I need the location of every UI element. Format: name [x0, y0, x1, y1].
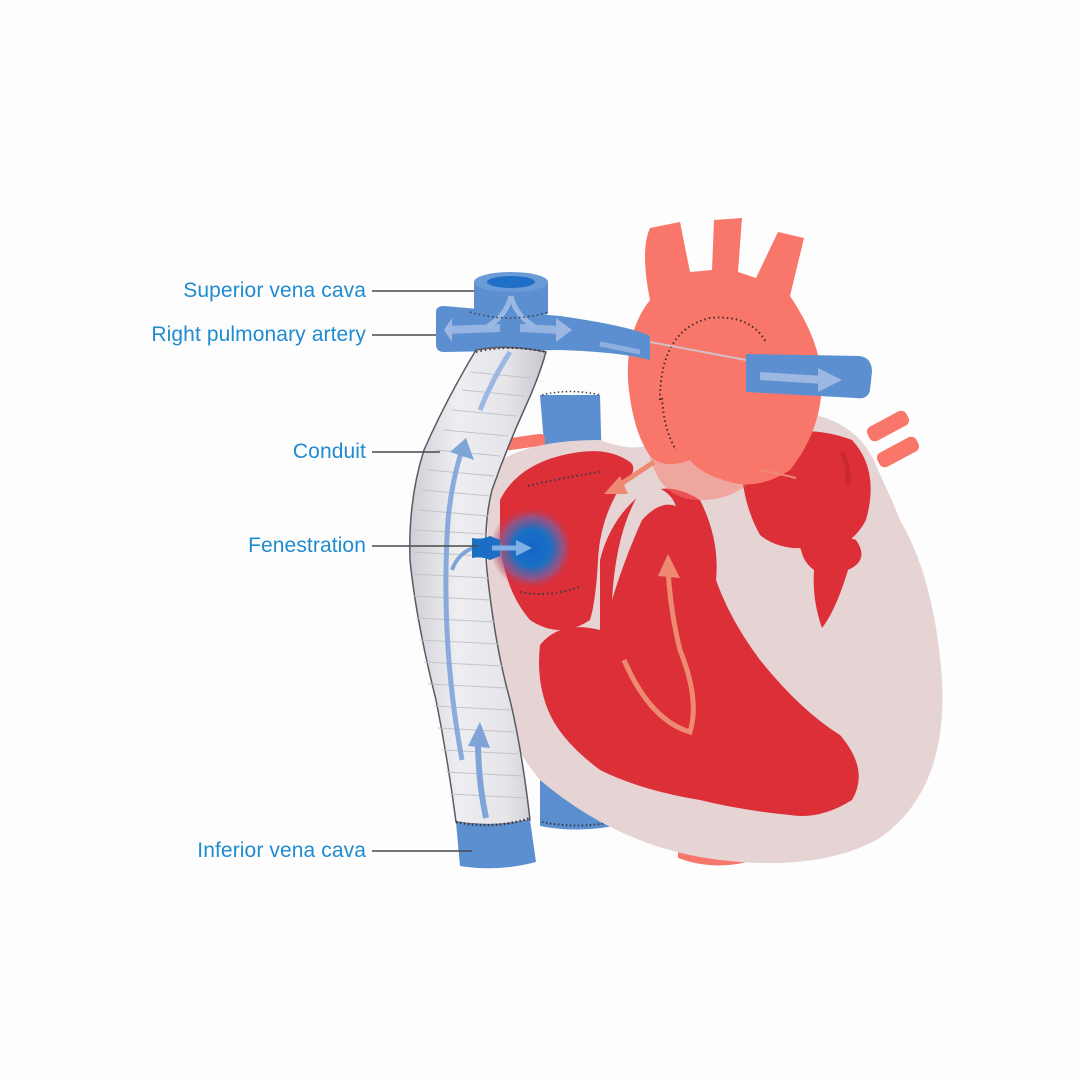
superior-vena-cava [469, 272, 549, 329]
oxygenated-flow-arrows [604, 459, 797, 736]
ventricle [539, 486, 859, 816]
pulmonary-veins [504, 410, 920, 468]
aorta [627, 218, 822, 500]
right-pulmonary-artery [436, 306, 872, 399]
leader-lines [372, 290, 478, 852]
fenestration [472, 471, 601, 595]
inferior-vena-cava [455, 816, 536, 869]
conduit [409, 346, 547, 826]
